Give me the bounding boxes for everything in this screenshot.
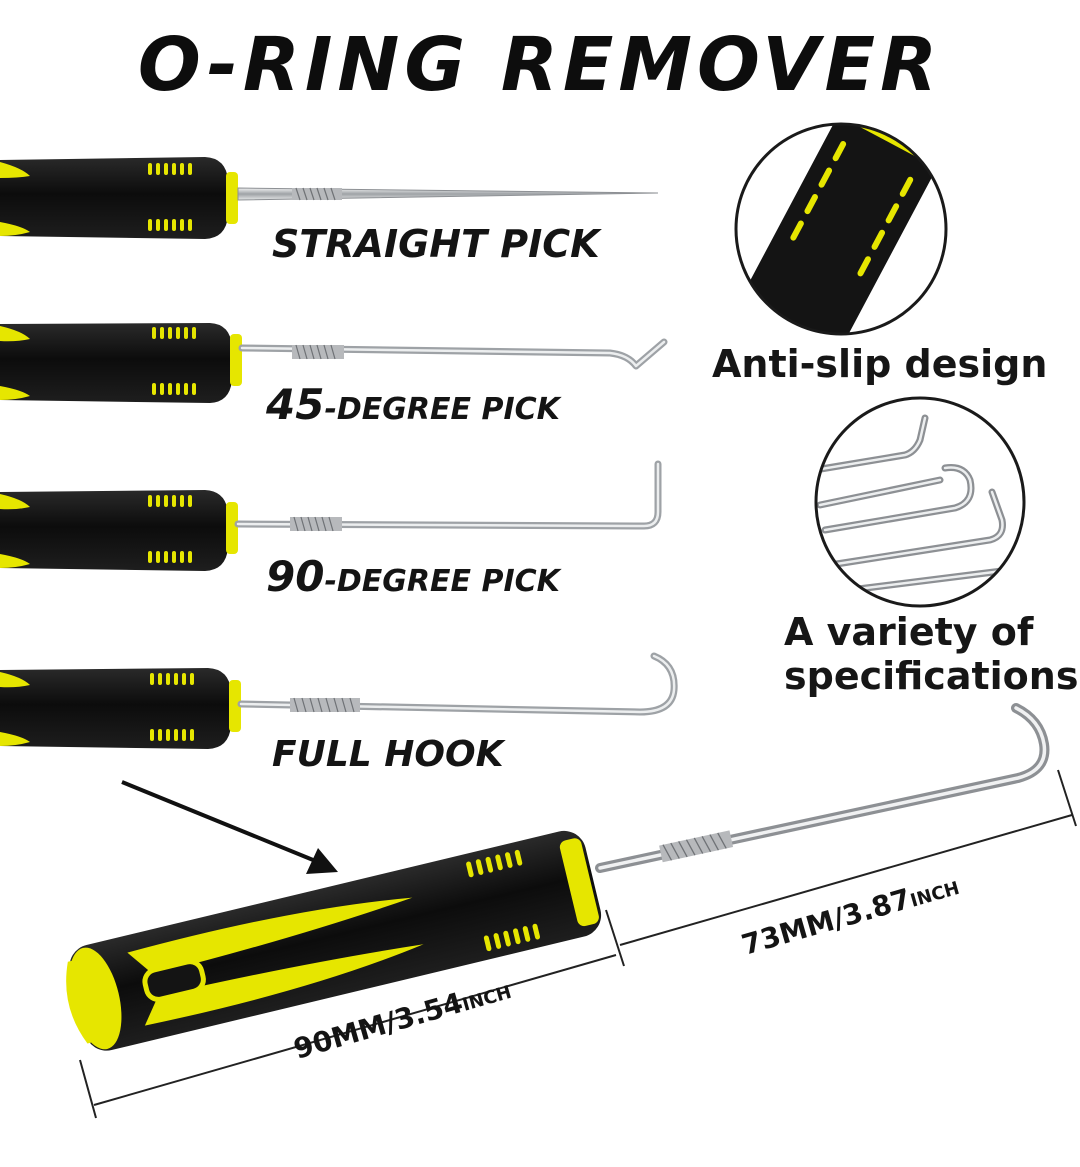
45-degree-text: -DEGREE PICK [324, 392, 560, 427]
90-degree-pick-label: 90-DEGREE PICK [266, 552, 560, 601]
full-hook-label: FULL HOOK [272, 734, 504, 775]
anti-slip-caption: Anti-slip design [712, 342, 1048, 386]
90-degree-pick-tool [0, 460, 662, 571]
straight-pick-tool [0, 157, 659, 239]
full-hook-tool [0, 652, 678, 749]
page-title: O-RING REMOVER [137, 22, 943, 108]
variety-caption-line1: A variety of [784, 610, 1034, 654]
variety-caption-line2: specifications [784, 654, 1079, 698]
45-degree-pick-label: 45-DEGREE PICK [266, 380, 560, 429]
featured-hook-tool [66, 703, 1050, 1051]
handle-dimension-line [79, 909, 625, 1119]
straight-pick-label: STRAIGHT PICK [272, 222, 600, 266]
shaft-dimension-line [619, 769, 1077, 946]
90-degree-text: -DEGREE PICK [324, 564, 560, 599]
variety-closeup [814, 396, 1026, 608]
90-degree-number: 90 [266, 552, 325, 601]
45-degree-number: 45 [266, 380, 325, 429]
anti-slip-closeup [734, 122, 948, 336]
45-degree-pick-tool [0, 323, 668, 403]
pointer-arrow [121, 780, 338, 874]
